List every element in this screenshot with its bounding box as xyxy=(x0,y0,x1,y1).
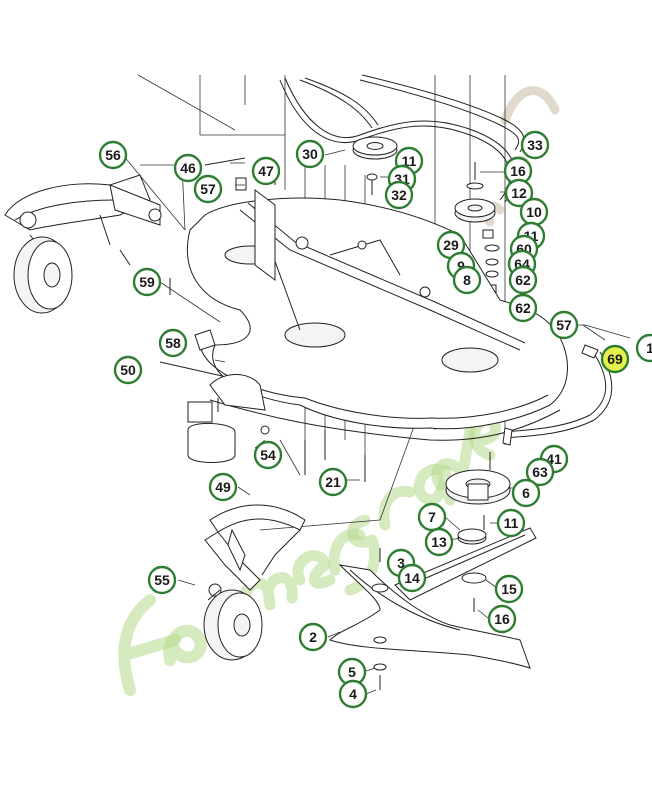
callout[interactable]: 62 xyxy=(508,265,538,295)
spindle-assembly xyxy=(445,469,511,545)
callout-label: 56 xyxy=(105,147,121,163)
callout[interactable]: 58 xyxy=(158,328,188,358)
callout-label: 9 xyxy=(457,258,465,274)
callout[interactable]: 4 xyxy=(338,679,368,709)
callout-label: 12 xyxy=(511,185,527,201)
callout-label: 57 xyxy=(200,181,216,197)
callout-label: 14 xyxy=(404,570,420,586)
callout-label: 30 xyxy=(302,146,318,162)
callout[interactable]: 12 xyxy=(504,178,534,208)
callout[interactable]: 11 xyxy=(496,508,526,538)
callouts: 56 46 47 57 30 11 31 32 33 16 12 10 11 2… xyxy=(98,130,652,709)
callout-label: 13 xyxy=(431,534,447,550)
callout-label: 69 xyxy=(607,351,623,367)
mower-deck xyxy=(186,189,568,441)
callout-label: 16 xyxy=(510,163,526,179)
callout-label: 58 xyxy=(165,335,181,351)
idler-pulley-right xyxy=(454,162,496,223)
callout-label: 47 xyxy=(258,163,274,179)
callout[interactable]: 32 xyxy=(384,180,414,210)
callout[interactable]: 6 xyxy=(511,478,541,508)
deck-bolts xyxy=(304,430,491,612)
callout-label: 46 xyxy=(180,160,196,176)
callout[interactable]: 56 xyxy=(98,140,128,170)
callout[interactable]: 57 xyxy=(193,174,223,204)
callout[interactable]: 30 xyxy=(295,139,325,169)
callout-label: 29 xyxy=(443,237,459,253)
callout-label: 62 xyxy=(515,300,531,316)
callout-label: 6 xyxy=(522,485,530,501)
callout-label: 33 xyxy=(527,137,543,153)
callout[interactable]: 16 xyxy=(487,604,517,634)
mower-blade xyxy=(394,527,537,601)
callout[interactable]: 14 xyxy=(397,563,427,593)
callout[interactable]: 8 xyxy=(452,265,482,295)
callout[interactable]: 55 xyxy=(147,565,177,595)
callout-label: 3 xyxy=(397,555,405,571)
callout[interactable]: 13 xyxy=(424,527,454,557)
callout[interactable]: 54 xyxy=(253,440,283,470)
callout[interactable]: 46 xyxy=(173,153,203,183)
callout-label: 10 xyxy=(526,204,542,220)
callout-label: 59 xyxy=(139,274,155,290)
callout-label: 55 xyxy=(154,572,170,588)
callout[interactable]: 47 xyxy=(251,156,281,186)
wash-hose xyxy=(502,344,613,446)
callout-label: 4 xyxy=(349,686,357,702)
callout-label: 54 xyxy=(260,447,276,463)
callout[interactable]: 50 xyxy=(113,355,143,385)
callout[interactable]: 21 xyxy=(318,467,348,497)
anti-scalp-wheel-left xyxy=(4,174,162,314)
callout-label: 2 xyxy=(309,629,317,645)
callout[interactable]: 15 xyxy=(494,574,524,604)
callout-label: 7 xyxy=(428,509,436,525)
callout-label: 49 xyxy=(215,479,231,495)
callout[interactable]: 1 xyxy=(635,333,652,363)
callout[interactable]: 10 xyxy=(519,197,549,227)
callout-label: 32 xyxy=(391,187,407,203)
callout[interactable]: 2 xyxy=(298,622,328,652)
callout-highlighted[interactable]: 69 xyxy=(600,344,630,374)
callout[interactable]: 59 xyxy=(132,267,162,297)
callout-label: 16 xyxy=(494,611,510,627)
callout-label: 15 xyxy=(501,581,517,597)
callout[interactable]: 7 xyxy=(417,502,447,532)
callout-label: 1 xyxy=(646,340,652,356)
callout[interactable]: 63 xyxy=(525,457,555,487)
callout-label: 11 xyxy=(504,515,519,531)
callout-label: 50 xyxy=(120,362,136,378)
callout[interactable]: 49 xyxy=(208,472,238,502)
callout-label: 8 xyxy=(463,272,471,288)
callout-label: 63 xyxy=(532,464,548,480)
callout-label: 5 xyxy=(348,664,356,680)
deck-hardware-left xyxy=(159,157,276,463)
front-caster-wheel xyxy=(203,504,306,661)
callout[interactable]: 33 xyxy=(520,130,550,160)
callout[interactable]: 62 xyxy=(508,293,538,323)
callout-label: 57 xyxy=(556,317,572,333)
callout-label: 21 xyxy=(325,474,341,490)
callout[interactable]: 57 xyxy=(549,310,579,340)
mower-baffle xyxy=(329,564,531,690)
callout-label: 62 xyxy=(515,272,531,288)
callout-label: 11 xyxy=(402,153,417,169)
idler-pulley-top xyxy=(352,136,398,195)
